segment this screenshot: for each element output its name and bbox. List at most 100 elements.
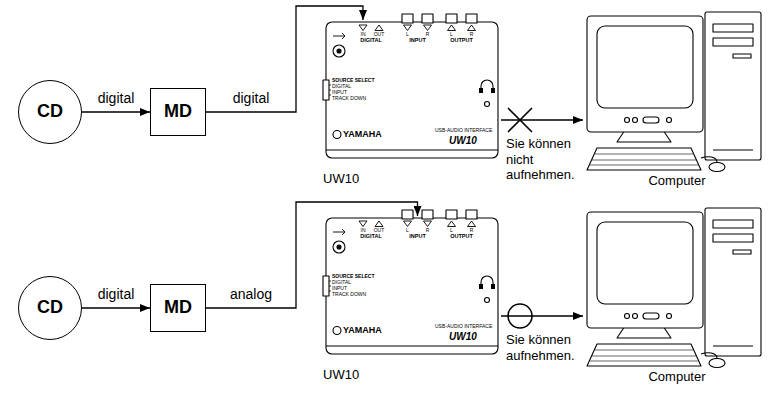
computer-drawing <box>587 12 761 172</box>
signal-arrow <box>82 307 150 308</box>
node-label: CD <box>37 102 63 122</box>
node-label: MD <box>164 102 192 122</box>
text-slot: OUT <box>374 228 385 233</box>
switch-title: SOURCE SELECT <box>332 78 375 83</box>
edge-label: analog <box>228 286 274 302</box>
computer: Computer <box>583 206 765 388</box>
text-slot: DIGITAL <box>360 38 382 44</box>
player-box: MD <box>150 88 206 136</box>
audio-interface: INOUTLRLRDIGITALINPUTOUTPUTSOURCE SELECT… <box>323 216 501 386</box>
text-slot: YAMAHA <box>343 130 382 140</box>
text-slot: INPUT <box>409 234 426 240</box>
device-caption: Computer <box>648 370 705 384</box>
text-slot: CD <box>37 102 63 122</box>
product-type: USB-AUDIO INTERFACE <box>435 128 492 133</box>
text-slot: TRACK DOWN <box>332 96 366 101</box>
model-logo: UW10 <box>449 135 477 146</box>
label-slot: Sie können aufnehmen. <box>504 332 584 363</box>
jack-group-label: DIGITAL <box>360 234 382 240</box>
edge-label: digital <box>96 90 137 106</box>
edge-label: digital <box>96 286 137 302</box>
jack-label: R <box>470 32 474 37</box>
text-slot: UW10 <box>323 368 359 382</box>
source-circle: CD <box>18 276 82 340</box>
text-slot: USB-AUDIO INTERFACE <box>435 324 492 329</box>
jack-label: L <box>450 228 453 233</box>
switch-position: TRACK DOWN <box>332 292 366 297</box>
text-slot: UW10 <box>323 172 359 186</box>
signal-arrow <box>501 119 583 120</box>
player-box: MD <box>150 284 206 332</box>
switch-position: INPUT <box>332 90 347 95</box>
switch-title: SOURCE SELECT <box>332 274 375 279</box>
label-slot: digital <box>96 90 137 106</box>
text-slot: SOURCE SELECT <box>332 274 375 279</box>
jack-group-label: INPUT <box>409 234 426 240</box>
text-slot: INPUT <box>332 286 347 291</box>
jack-group-label: DIGITAL <box>360 38 382 44</box>
text-slot: YAMAHA <box>343 326 382 336</box>
text-slot: TRACK DOWN <box>332 292 366 297</box>
source-circle: CD <box>18 80 82 144</box>
text-slot: MD <box>164 298 192 318</box>
model-logo: UW10 <box>449 331 477 342</box>
jack-group-label: OUTPUT <box>450 38 473 44</box>
brand-logo: YAMAHA <box>343 130 382 140</box>
computer: Computer <box>583 10 765 192</box>
jack-label: R <box>470 228 474 233</box>
edge-label: digital <box>231 90 272 106</box>
text-slot: IN <box>361 32 366 37</box>
text-slot: R <box>470 228 474 233</box>
text-slot: DIGITAL <box>332 280 351 285</box>
text-slot: SOURCE SELECT <box>332 78 375 83</box>
jack-label: R <box>426 228 430 233</box>
text-slot: OUTPUT <box>450 234 473 240</box>
jack-label: OUT <box>374 228 385 233</box>
switch-position: DIGITAL <box>332 84 351 89</box>
switch-position: TRACK DOWN <box>332 96 366 101</box>
jack-label: R <box>426 32 430 37</box>
node-label: MD <box>164 298 192 318</box>
text-slot: R <box>470 32 474 37</box>
text-slot: OUTPUT <box>450 38 473 44</box>
label-slot: Sie können nicht aufnehmen. <box>504 136 584 183</box>
jack-label: L <box>406 32 409 37</box>
text-slot: R <box>426 228 430 233</box>
text-slot: INPUT <box>409 38 426 44</box>
label-slot: digital <box>231 90 272 106</box>
text-slot: UW10 <box>449 331 477 342</box>
text-slot: USB-AUDIO INTERFACE <box>435 128 492 133</box>
device-caption: Computer <box>648 174 705 188</box>
device-caption: UW10 <box>323 368 359 382</box>
jack-label: IN <box>361 228 366 233</box>
signal-arrow <box>206 202 418 308</box>
text-slot: DIGITAL <box>332 84 351 89</box>
text-slot: OUT <box>374 32 385 37</box>
switch-position: DIGITAL <box>332 280 351 285</box>
text-slot: L <box>406 228 409 233</box>
text-slot: CD <box>37 298 63 318</box>
text-slot: DIGITAL <box>360 234 382 240</box>
device-caption: UW10 <box>323 172 359 186</box>
jack-label: OUT <box>374 32 385 37</box>
jack-group-label: INPUT <box>409 38 426 44</box>
text-slot: MD <box>164 102 192 122</box>
label-slot: digital <box>96 286 137 302</box>
edge-label: Sie können nicht aufnehmen. <box>504 136 584 183</box>
text-slot: L <box>450 32 453 37</box>
text-slot: UW10 <box>449 135 477 146</box>
jack-group-label: OUTPUT <box>450 234 473 240</box>
text-slot: L <box>406 32 409 37</box>
product-type: USB-AUDIO INTERFACE <box>435 324 492 329</box>
text-slot: Computer <box>648 174 705 188</box>
switch-position: INPUT <box>332 286 347 291</box>
audio-interface-drawing <box>323 210 498 354</box>
text-slot: R <box>426 32 430 37</box>
jack-label: L <box>406 228 409 233</box>
node-label: CD <box>37 298 63 318</box>
text-slot: IN <box>361 228 366 233</box>
audio-interface: INOUTLRLRDIGITALINPUTOUTPUTSOURCE SELECT… <box>323 20 501 190</box>
